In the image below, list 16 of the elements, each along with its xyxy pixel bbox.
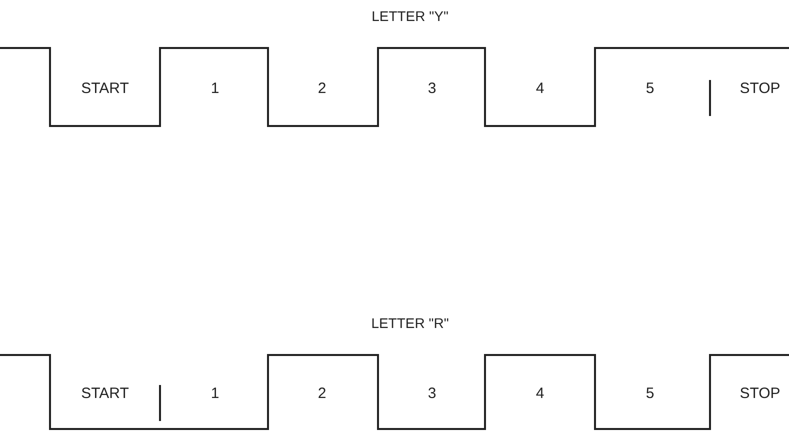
bit-label: 1 (210, 384, 220, 404)
waveform-title: LETTER "Y" (372, 7, 448, 26)
bit-label: 3 (428, 79, 436, 99)
bit-label: 2 (318, 79, 326, 99)
bit-label: 5 (646, 384, 654, 404)
bit-label: STOP (740, 79, 780, 99)
bit-label: 3 (428, 384, 436, 404)
bit-label: START (81, 384, 129, 404)
bit-label: 5 (646, 79, 654, 99)
waveform-title: LETTER "R" (371, 314, 449, 333)
bit-label: 2 (318, 384, 326, 404)
bit-label: 1 (210, 79, 220, 99)
bit-label: STOP (740, 384, 780, 404)
bit-label: START (81, 79, 129, 99)
bit-label: 4 (536, 79, 544, 99)
bit-label: 4 (536, 384, 544, 404)
